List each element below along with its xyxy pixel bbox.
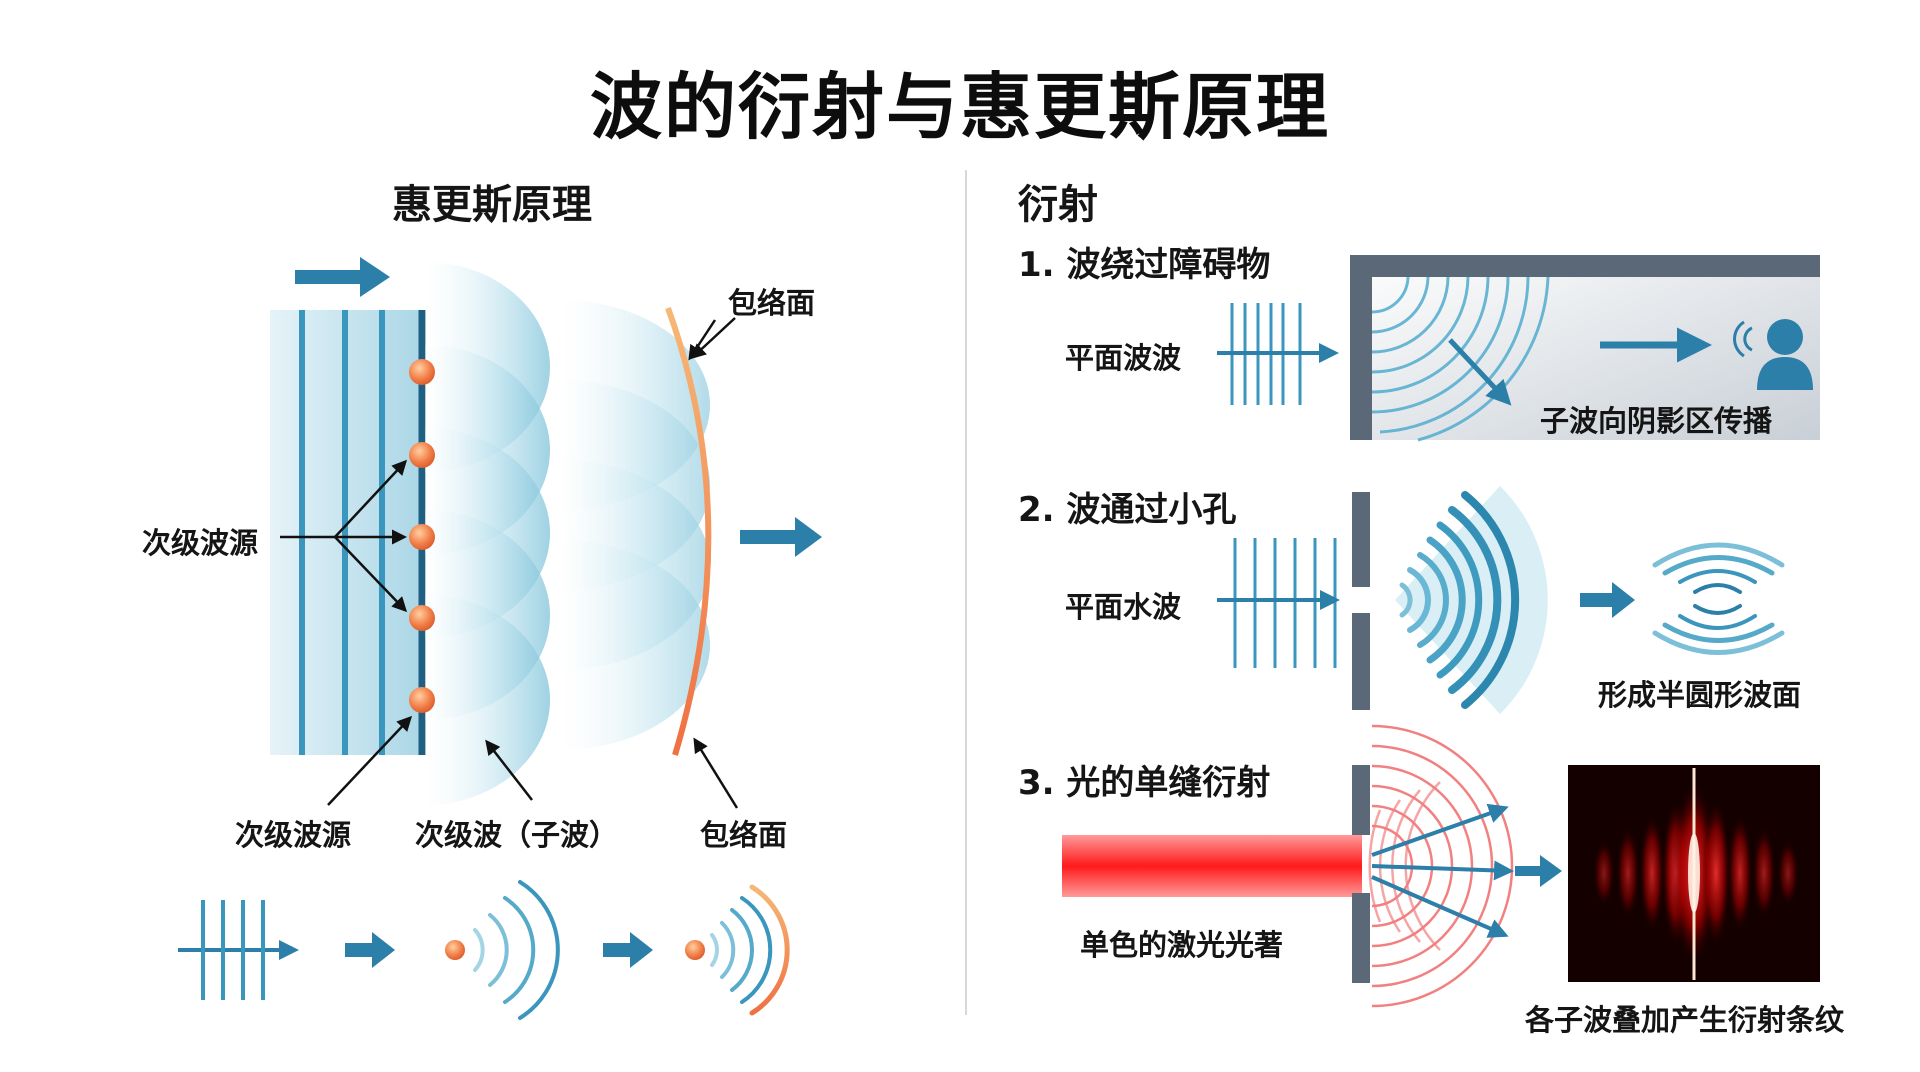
- huygens-sequence: [178, 880, 790, 1020]
- aperture-illustration: [1217, 486, 1785, 714]
- laser-beam: [1062, 835, 1362, 897]
- secondary-source-dot: [409, 687, 435, 713]
- section1-title: 1. 波绕过障碍物: [1018, 245, 1271, 285]
- secondary-source-label-bottom: 次级波源: [235, 818, 352, 852]
- secondary-source-dot: [409, 524, 435, 550]
- secondary-source-label: 次级波源: [142, 526, 259, 560]
- huygens-illustration: [270, 257, 822, 809]
- observer-icon: [1733, 319, 1813, 390]
- section1-input-label: 平面波波: [1065, 341, 1182, 375]
- single-slit-illustration: [1062, 724, 1820, 1008]
- section-divider: [965, 170, 967, 1015]
- section1-caption: 子波向阴影区传播: [1540, 404, 1773, 438]
- secondary-source-dot: [409, 605, 435, 631]
- envelope-label-top: 包络面: [728, 286, 816, 320]
- envelope-label-bottom: 包络面: [700, 818, 788, 852]
- secondary-wave-label: 次级波（子波）: [415, 818, 619, 852]
- section2-title: 2. 波通过小孔: [1018, 490, 1237, 530]
- secondary-source-dot: [409, 442, 435, 468]
- propagation-arrow-top: [295, 257, 390, 297]
- section2-caption: 形成半圆形波面: [1598, 678, 1802, 712]
- diffraction-heading: 衍射: [1018, 182, 1098, 228]
- section3-caption: 各子波叠加产生衍射条纹: [1525, 1003, 1845, 1037]
- obstacle-illustration: [1217, 255, 1820, 442]
- section3-title: 3. 光的单缝衍射: [1018, 763, 1271, 803]
- envelope-curve: [665, 306, 712, 756]
- secondary-source-dot: [409, 359, 435, 385]
- propagation-arrow-right: [740, 517, 822, 557]
- huygens-heading: 惠更斯原理: [392, 182, 592, 228]
- section2-input-label: 平面水波: [1065, 590, 1182, 624]
- section3-input-label: 单色的激光光著: [1080, 928, 1284, 962]
- page-title: 波的衍射与惠更斯原理: [589, 65, 1330, 149]
